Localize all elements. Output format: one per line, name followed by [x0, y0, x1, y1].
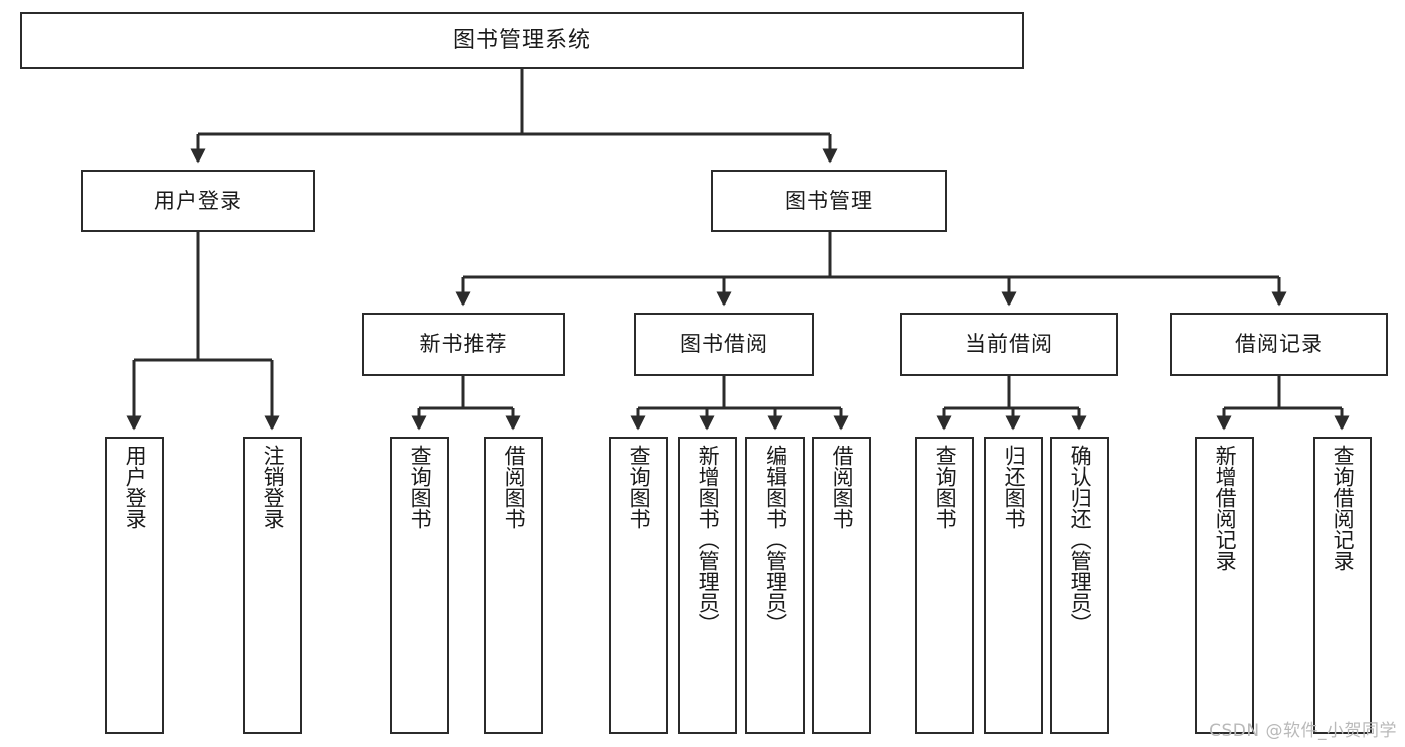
node-leaf-5[interactable]: 新增图书（管理员）	[678, 437, 737, 734]
node-level2-0-label: 新书推荐	[419, 332, 508, 357]
node-level2-1-label: 图书借阅	[680, 332, 768, 357]
node-level2-3-label: 借阅记录	[1235, 332, 1323, 357]
node-leaf-11-label: 新增借阅记录	[1213, 445, 1238, 571]
node-leaf-10[interactable]: 确认归还（管理员）	[1050, 437, 1109, 734]
node-leaf-2[interactable]: 查询图书	[390, 437, 449, 734]
node-root-label: 图书管理系统	[452, 27, 591, 53]
node-level1-0[interactable]: 用户登录	[81, 170, 315, 232]
node-leaf-2-label: 查询图书	[408, 445, 433, 529]
node-leaf-4[interactable]: 查询图书	[609, 437, 668, 734]
node-leaf-5-label: 新增图书（管理员）	[696, 445, 721, 634]
node-leaf-1[interactable]: 注销登录	[243, 437, 302, 734]
node-leaf-8[interactable]: 查询图书	[915, 437, 974, 734]
watermark-text: CSDN @软件_小贺同学	[1209, 721, 1397, 741]
node-leaf-1-label: 注销登录	[261, 445, 286, 529]
node-root[interactable]: 图书管理系统	[20, 12, 1024, 69]
node-level2-0[interactable]: 新书推荐	[362, 313, 565, 376]
node-level2-2-label: 当前借阅	[965, 332, 1053, 357]
node-leaf-6-label: 编辑图书（管理员）	[763, 445, 788, 634]
node-level2-3[interactable]: 借阅记录	[1170, 313, 1388, 376]
node-leaf-3-label: 借阅图书	[502, 445, 527, 529]
node-leaf-9[interactable]: 归还图书	[984, 437, 1043, 734]
node-leaf-11[interactable]: 新增借阅记录	[1195, 437, 1254, 734]
node-level1-0-label: 用户登录	[154, 188, 242, 213]
node-leaf-3[interactable]: 借阅图书	[484, 437, 543, 734]
node-level1-1[interactable]: 图书管理	[711, 170, 947, 232]
node-leaf-7[interactable]: 借阅图书	[812, 437, 871, 734]
node-leaf-0-label: 用户登录	[123, 445, 148, 529]
node-leaf-8-label: 查询图书	[933, 445, 958, 529]
node-leaf-0[interactable]: 用户登录	[105, 437, 164, 734]
node-leaf-12[interactable]: 查询借阅记录	[1313, 437, 1372, 734]
node-level2-1[interactable]: 图书借阅	[634, 313, 814, 376]
node-leaf-7-label: 借阅图书	[830, 445, 855, 529]
node-leaf-12-label: 查询借阅记录	[1331, 445, 1356, 571]
node-leaf-4-label: 查询图书	[627, 445, 652, 529]
node-leaf-9-label: 归还图书	[1002, 445, 1027, 529]
node-leaf-10-label: 确认归还（管理员）	[1068, 445, 1093, 634]
node-level1-1-label: 图书管理	[785, 188, 873, 213]
node-level2-2[interactable]: 当前借阅	[900, 313, 1118, 376]
node-leaf-6[interactable]: 编辑图书（管理员）	[745, 437, 805, 734]
